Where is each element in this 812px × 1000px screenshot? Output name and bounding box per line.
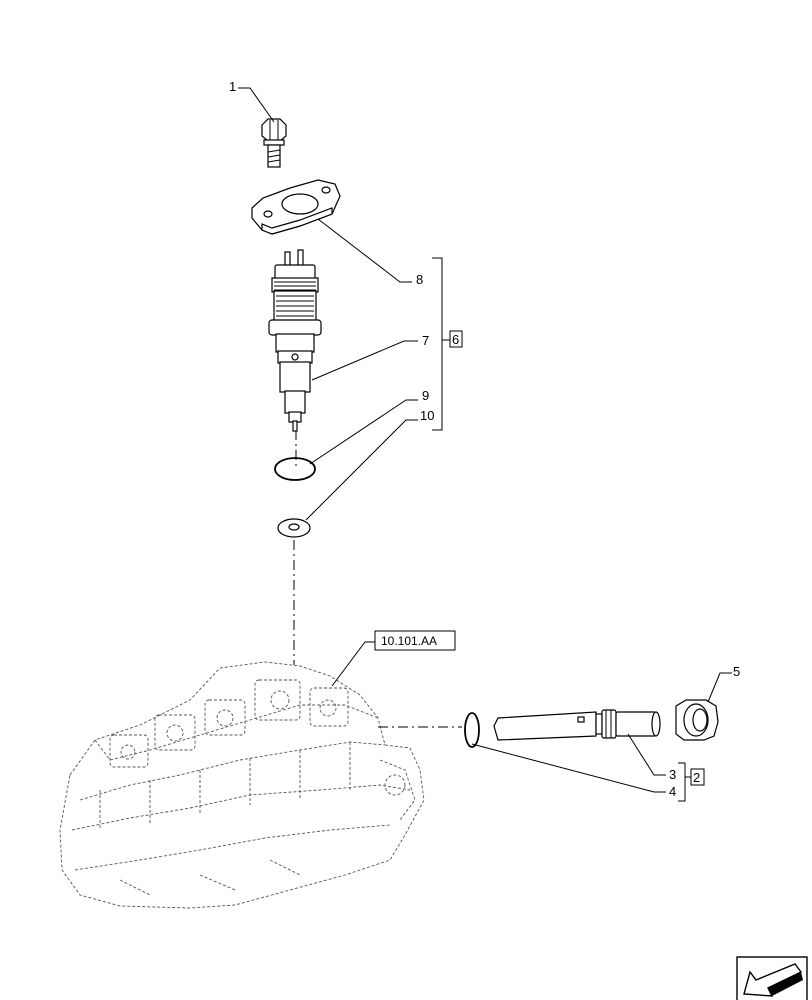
kit-label-6-text: 6 bbox=[452, 332, 459, 347]
callout-5: 5 bbox=[733, 664, 740, 679]
kit-label-2: 2 bbox=[690, 768, 705, 786]
callout-4: 4 bbox=[669, 784, 676, 799]
nut-part bbox=[675, 699, 719, 741]
injector-part bbox=[268, 249, 322, 432]
bolt-part bbox=[261, 118, 287, 168]
callout-3: 3 bbox=[669, 767, 676, 782]
connector-o-ring-part bbox=[464, 712, 480, 748]
kit-bracket-2 bbox=[678, 762, 686, 802]
callout-1: 1 bbox=[229, 79, 236, 94]
cylinder-head-reference[interactable]: 10.101.AA bbox=[374, 630, 456, 651]
leader-lines bbox=[238, 87, 732, 793]
callout-8: 8 bbox=[416, 272, 423, 287]
clamp-part bbox=[251, 179, 341, 235]
kit-label-2-text: 2 bbox=[693, 770, 700, 785]
kit-label-6: 6 bbox=[449, 330, 463, 348]
arrow-down-left-icon[interactable] bbox=[736, 956, 808, 1000]
o-ring-part bbox=[274, 457, 316, 481]
callout-10: 10 bbox=[420, 408, 434, 423]
cylinder-head-reference-text: 10.101.AA bbox=[381, 634, 437, 648]
callout-9: 9 bbox=[422, 388, 429, 403]
connector-tube-part bbox=[493, 709, 661, 741]
kit-bracket-6 bbox=[432, 257, 443, 431]
washer-part bbox=[277, 518, 311, 538]
callout-7: 7 bbox=[422, 333, 429, 348]
cylinder-head-ghost bbox=[59, 661, 425, 909]
